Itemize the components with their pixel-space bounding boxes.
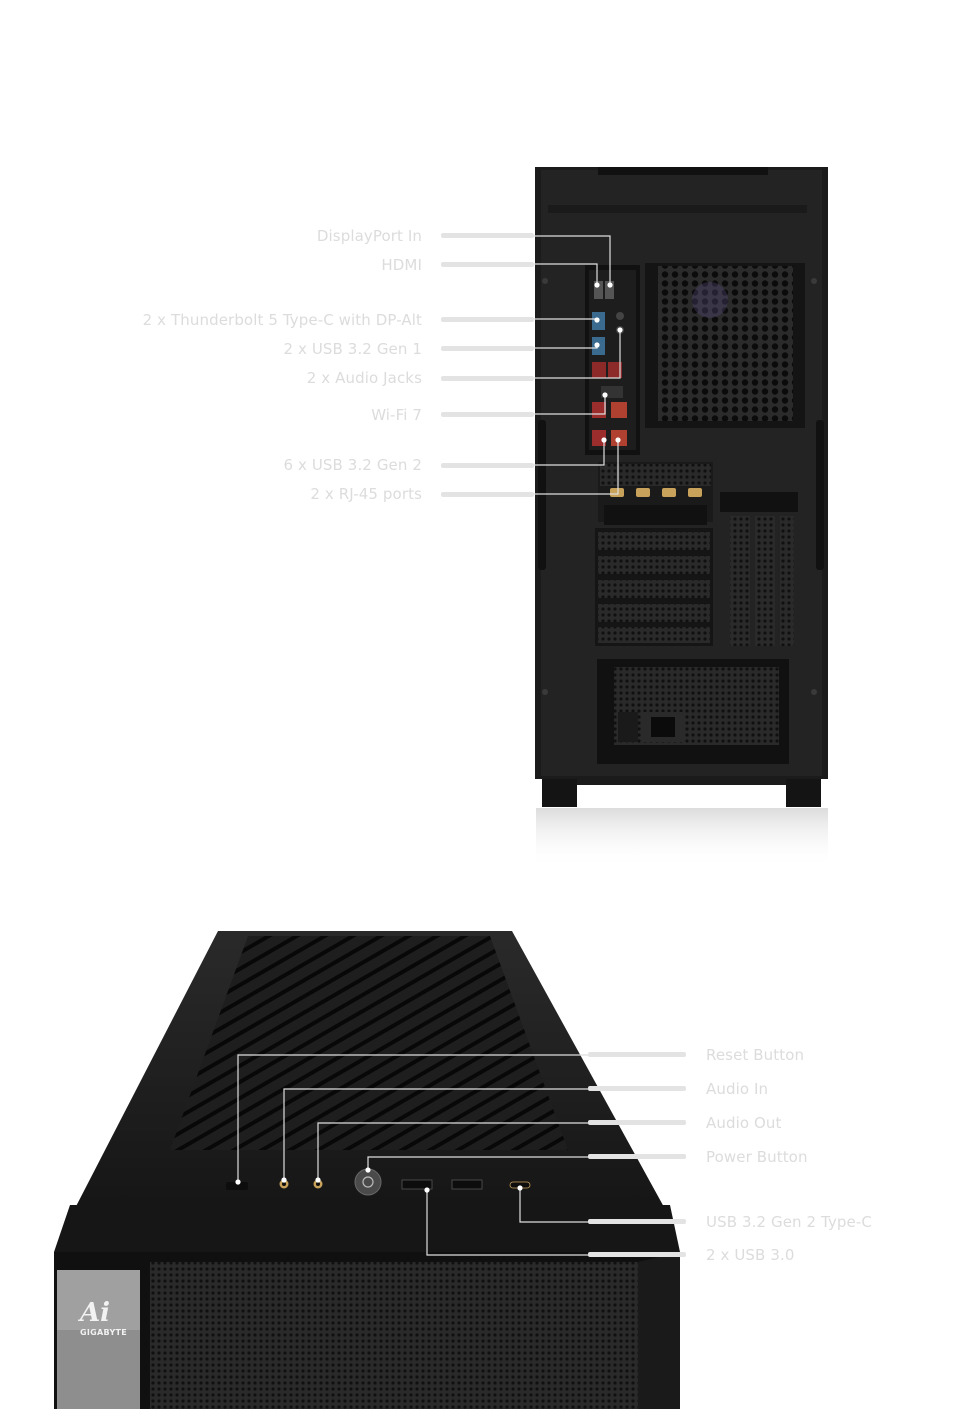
- callout-rj45: 2 x RJ-45 ports: [310, 485, 422, 503]
- callout-usb-32-gen1: 2 x USB 3.2 Gen 1: [283, 340, 422, 358]
- leader-audio-in: [588, 1086, 686, 1091]
- leader-typec: [588, 1219, 686, 1224]
- callout-displayport-in: DisplayPort In: [316, 227, 422, 245]
- leader-displayport: [441, 233, 534, 238]
- leader-power: [588, 1154, 686, 1159]
- leader-audio-jacks: [441, 376, 534, 381]
- callout-power-button: Power Button: [706, 1148, 808, 1166]
- callout-audio-jacks: 2 x Audio Jacks: [306, 369, 422, 387]
- top-connector-lines: [237, 1054, 680, 1256]
- leader-rj45: [441, 492, 534, 497]
- callout-audio-in: Audio In: [706, 1080, 769, 1098]
- callout-usb-typec: USB 3.2 Gen 2 Type-C: [706, 1213, 872, 1231]
- leader-usb-gen1: [441, 346, 534, 351]
- callout-usb-32-gen2: 6 x USB 3.2 Gen 2: [283, 456, 422, 474]
- callout-thunderbolt: 2 x Thunderbolt 5 Type-C with DP-Alt: [142, 311, 422, 329]
- leader-audio-out: [588, 1120, 686, 1125]
- brand-logo-mark: Ai: [80, 1298, 111, 1328]
- leader-hdmi: [441, 262, 534, 267]
- callout-reset-button: Reset Button: [706, 1046, 805, 1064]
- callout-usb-30: 2 x USB 3.0: [706, 1246, 795, 1264]
- leader-reset: [588, 1052, 686, 1057]
- leader-thunderbolt: [441, 317, 534, 322]
- brand-logo-text: GIGABYTE: [80, 1328, 128, 1337]
- leader-usb-gen2: [441, 463, 534, 468]
- leader-wifi: [441, 412, 534, 417]
- power-button-graphic: [354, 1168, 382, 1196]
- callout-wifi-7: Wi-Fi 7: [371, 406, 422, 424]
- rear-case-reflection: [536, 808, 828, 868]
- callout-audio-out: Audio Out: [706, 1114, 782, 1132]
- callout-hdmi: HDMI: [381, 256, 422, 274]
- leader-usb30: [588, 1252, 686, 1257]
